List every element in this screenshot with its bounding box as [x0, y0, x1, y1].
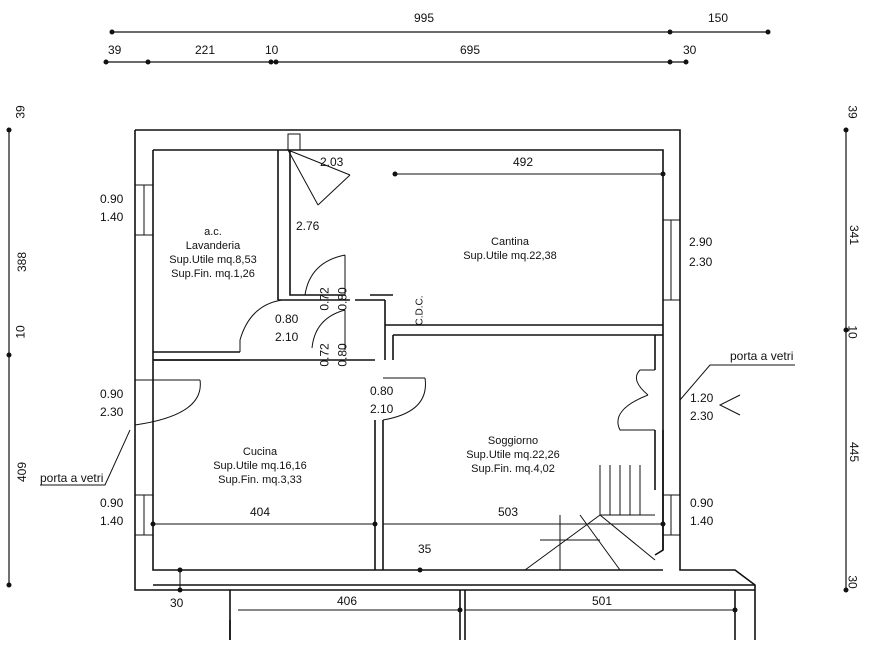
win-sog-h: 1.40 — [690, 514, 714, 528]
wall-bottom-strip — [153, 584, 755, 640]
door-cantina-mid — [311, 309, 346, 350]
dim-left-mid: 10 — [13, 325, 28, 339]
dim-cucina-len: 404 — [250, 505, 271, 519]
stairs-bottom — [524, 465, 656, 571]
cdc-label: C.D.C. — [414, 295, 426, 326]
lavanderia-name: Lavanderia — [185, 240, 241, 252]
dim-bottom-left: 30 — [170, 596, 184, 610]
inner-wall — [152, 149, 664, 571]
dim-right-top: 39 — [845, 105, 860, 119]
door-lav-w: 0.80 — [275, 312, 299, 326]
wall-lavanderia — [153, 150, 350, 361]
room-cucina: Cucina Sup.Utile mq.16,16 Sup.Fin. mq.3,… — [205, 445, 315, 487]
stair-top: 2.03 — [320, 155, 344, 169]
win-lav-w: 0.90 — [100, 192, 124, 206]
dim-extra: 150 — [708, 11, 729, 25]
win-sog-w: 0.90 — [690, 496, 714, 510]
cantina-name: Cantina — [491, 236, 529, 248]
soggiorno-name: Soggiorno — [487, 435, 539, 447]
door-cantina-top — [304, 254, 346, 296]
cantina-sup-utile: Sup.Utile mq.22,38 — [463, 250, 557, 262]
door-sog-r-h: 2.30 — [690, 409, 714, 423]
porta-left-leader — [40, 429, 131, 486]
win-lav-h: 1.40 — [100, 210, 124, 224]
stair-side: 2.76 — [296, 219, 320, 233]
room-soggiorno: Soggiorno Sup.Utile mq.22,26 Sup.Fin. mq… — [458, 434, 568, 476]
door-cant-h: 0.80 — [335, 287, 350, 311]
dim-seg5: 30 — [683, 43, 697, 57]
dim-seg1: 39 — [108, 43, 122, 57]
dim-total: 995 — [414, 11, 435, 25]
lavanderia-ac: a.c. — [204, 226, 222, 238]
door-lavanderia — [239, 299, 283, 352]
dim-right-upper: 341 — [847, 224, 862, 246]
cucina-name: Cucina — [242, 446, 278, 458]
stairs-top — [287, 133, 351, 206]
dim-bottom-right: 501 — [592, 594, 613, 608]
window-lavanderia — [135, 184, 153, 236]
win-cant-h: 2.30 — [689, 255, 713, 269]
dim-seg2: 221 — [195, 43, 216, 57]
door-cant2-h: 0.80 — [335, 343, 350, 367]
win-cant-w: 2.90 — [689, 235, 713, 249]
door-lav-h: 2.10 — [275, 330, 299, 344]
door-cuc-w: 0.90 — [100, 387, 124, 401]
dim-left-upper: 388 — [15, 251, 30, 273]
outer-wall — [134, 129, 756, 640]
win-cuc-w: 0.90 — [100, 496, 124, 510]
door-sog-r-w: 1.20 — [690, 391, 714, 405]
wall-cucina-soggiorno — [153, 359, 384, 570]
lavanderia-sup-utile: Sup.Utile mq.8,53 — [169, 254, 257, 266]
cucina-sup-fin: Sup.Fin. mq.3,33 — [218, 474, 302, 486]
dim-bottom-mid: 406 — [337, 594, 358, 608]
window-soggiorno — [663, 494, 680, 536]
dim-cantina-len: 492 — [513, 155, 534, 169]
door-sog-h: 2.10 — [370, 402, 394, 416]
porta-right-leader — [679, 364, 795, 401]
win-cuc-h: 1.40 — [100, 514, 124, 528]
door-cucina — [134, 379, 201, 426]
door-soggiorno — [382, 377, 426, 421]
door-soggiorno-right — [617, 369, 655, 431]
lavanderia-sup-fin: Sup.Fin. mq.1,26 — [171, 268, 255, 280]
dim-left-top: 39 — [13, 105, 28, 119]
dim-seg3: 10 — [265, 43, 279, 57]
room-cantina: Cantina Sup.Utile mq.22,38 — [455, 235, 565, 263]
dim-right-bottom: 30 — [845, 575, 860, 589]
cucina-sup-utile: Sup.Utile mq.16,16 — [213, 460, 307, 472]
soggiorno-sup-utile: Sup.Utile mq.22,26 — [466, 449, 560, 461]
arrow-right — [718, 394, 741, 416]
door-sog-w: 0.80 — [370, 384, 394, 398]
dim-wall: 35 — [418, 542, 432, 556]
dim-seg4: 695 — [460, 43, 481, 57]
door-cant-w: 0.72 — [317, 287, 332, 311]
door-cant2-w: 0.72 — [317, 343, 332, 367]
dim-right-mid: 10 — [845, 325, 860, 339]
dim-soggiorno-len: 503 — [498, 505, 519, 519]
window-cucina — [135, 494, 153, 536]
dim-left-lower: 409 — [15, 461, 30, 483]
wall-cantina-bottom — [355, 294, 663, 360]
soggiorno-sup-fin: Sup.Fin. mq.4,02 — [471, 463, 555, 475]
door-cuc-h: 2.30 — [100, 405, 124, 419]
window-cantina — [663, 219, 680, 301]
room-lavanderia: a.c. Lavanderia Sup.Utile mq.8,53 Sup.Fi… — [163, 225, 263, 281]
label-porta-left: porta a vetri — [40, 471, 104, 485]
dim-right-lower: 445 — [847, 441, 862, 463]
label-porta-right: porta a vetri — [730, 349, 794, 363]
